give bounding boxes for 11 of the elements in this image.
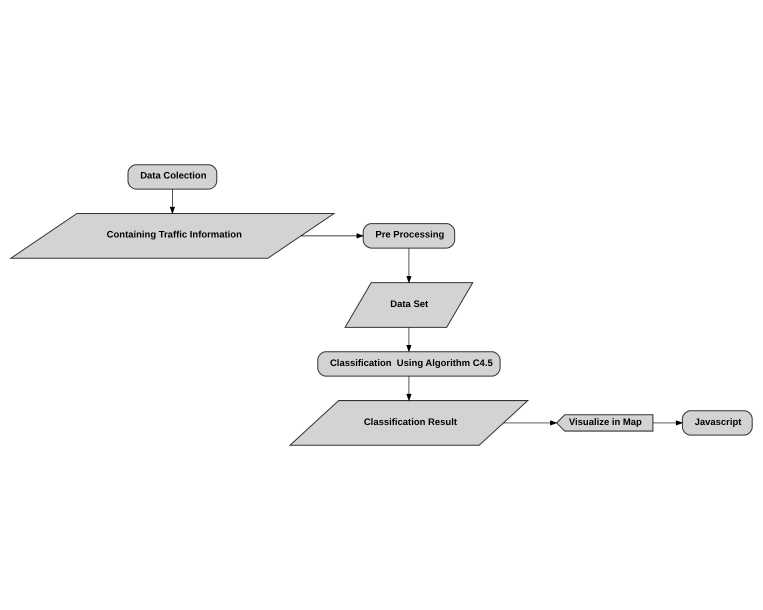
arrow [406,327,412,353]
node-box: Pre Processing [362,223,456,249]
node-box: Classification Using Algorithm C4.5 [317,351,501,377]
arrow [170,188,176,214]
arrow [652,420,684,426]
arrow [406,248,412,284]
arrow [300,233,364,238]
arrow [406,376,412,402]
arrow [503,420,558,426]
node-box: Data Colection [128,164,218,190]
node-box: Javascript [682,410,753,436]
